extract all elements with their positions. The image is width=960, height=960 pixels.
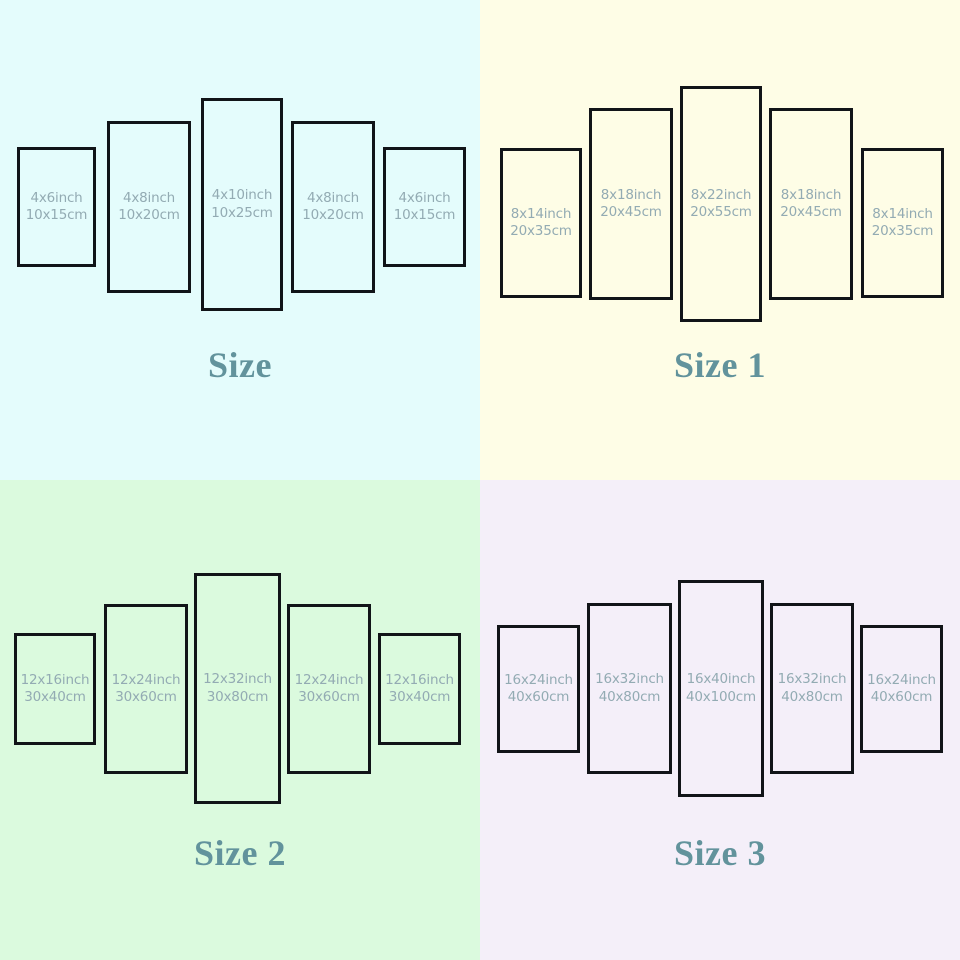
panel-size-inch: 8x22inch (690, 186, 752, 203)
panel-size-cm: 30x40cm (388, 689, 451, 705)
quadrant-title: Size 2 (194, 833, 286, 873)
panel-size-cm: 40x60cm (507, 689, 570, 705)
panel-size-cm: 10x15cm (393, 207, 456, 223)
panel-size-cm: 10x15cm (25, 207, 88, 223)
panel-size-cm: 10x20cm (302, 207, 364, 223)
panel-size-cm: 20x45cm (600, 204, 662, 220)
quadrant-title: Size 1 (674, 345, 766, 385)
panel-size-cm: 30x60cm (298, 689, 360, 705)
panel-size-cm: 40x80cm (781, 688, 843, 705)
panel-size-inch: 16x32inch (777, 671, 847, 688)
panel-size-cm: 40x80cm (598, 688, 661, 705)
panel-size-inch: 4x6inch (30, 189, 83, 206)
panel-size-cm: 20x35cm (510, 223, 572, 239)
panel-size-cm: 10x20cm (118, 207, 180, 223)
panel-size-inch: 4x8inch (306, 189, 360, 206)
panel-size-inch: 4x8inch (122, 189, 176, 206)
panel-size-cm: 30x60cm (115, 689, 177, 705)
quadrant-title: Size (208, 345, 272, 385)
panel-size-inch: 12x24inch (111, 671, 181, 688)
panel-size-inch: 12x16inch (20, 671, 90, 688)
panel-size-inch: 12x24inch (294, 671, 364, 688)
panel-size-cm: 30x80cm (206, 688, 269, 705)
panel-size-inch: 8x14inch (510, 205, 572, 222)
panel-size-inch: 4x6inch (398, 189, 451, 206)
panel-size-cm: 40x60cm (870, 689, 933, 705)
panel-size-inch: 8x14inch (872, 205, 933, 222)
panel-size-cm: 20x45cm (780, 204, 842, 220)
quadrant-title: Size 3 (674, 833, 766, 873)
panel-size-inch: 16x24inch (867, 671, 936, 688)
panel-size-inch: 16x32inch (595, 671, 664, 688)
panel-size-cm: 20x55cm (690, 204, 752, 220)
panel-size-inch: 8x18inch (780, 186, 842, 203)
panel-size-cm: 20x35cm (871, 223, 934, 239)
panel-size-inch: 12x16inch (385, 671, 454, 688)
panel-size-cm: 10x25cm (211, 204, 273, 221)
panel-size-cm: 30x40cm (24, 689, 86, 705)
panel-size-inch: 16x24inch (504, 671, 573, 688)
panel-size-inch: 8x18inch (600, 186, 662, 203)
panel-size-cm: 40x100cm (686, 688, 756, 705)
panel-size-inch: 4x10inch (211, 187, 273, 204)
panel-size-inch: 16x40inch (686, 671, 756, 688)
panel-size-inch: 12x32inch (203, 671, 272, 688)
